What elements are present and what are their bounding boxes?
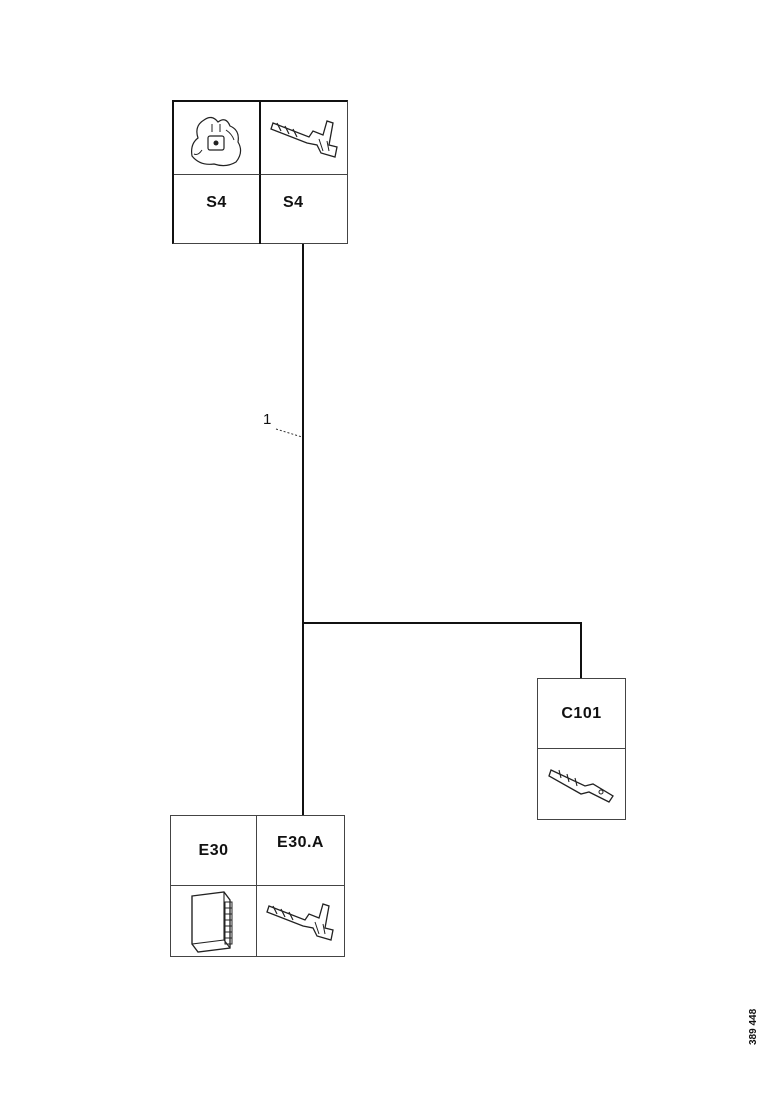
terminal-icon	[269, 120, 338, 158]
e30-left-label: E30	[171, 816, 257, 886]
e30-module-cell	[171, 886, 257, 956]
s4-lock-cell	[174, 102, 261, 175]
wire-label: 1	[263, 411, 272, 428]
branch-wire-horizontal	[302, 622, 582, 624]
c101-component: C101	[537, 678, 626, 820]
key-lock-icon	[190, 116, 241, 167]
control-module-icon	[190, 891, 232, 953]
pin-terminal-icon	[547, 769, 614, 803]
e30-component: E30 E30.A	[170, 815, 345, 957]
main-wire	[302, 243, 304, 817]
wire-label-leader	[275, 428, 303, 438]
e30-right-label: E30.A	[257, 816, 344, 886]
branch-wire-vertical	[580, 622, 582, 680]
c101-pin-cell	[538, 749, 625, 819]
s4-left-label: S4	[174, 175, 261, 244]
s4-component: S4 S4	[172, 100, 348, 244]
s4-terminal-cell	[261, 102, 348, 175]
s4-right-label: S4	[283, 193, 304, 211]
document-number: 389 448	[748, 1008, 759, 1045]
terminal-icon	[265, 903, 334, 941]
c101-label: C101	[538, 679, 625, 749]
e30-terminal-cell	[257, 886, 344, 956]
